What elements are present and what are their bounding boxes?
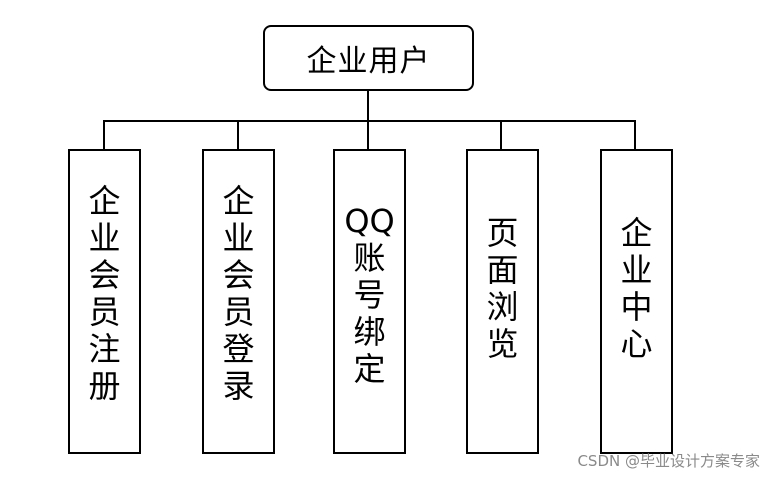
child-node-label: QQ 账 号 绑 定 [344,202,395,388]
child-node-label: 页 面 浏 览 [486,214,519,363]
child-node-label: 企 业 中 心 [620,214,653,363]
branch-line-1 [103,120,105,150]
child-node-enterprise-register: 企 业 会 员 注 册 [68,149,141,454]
child-node-label: 企 业 会 员 注 册 [88,182,121,405]
child-node-enterprise-login: 企 业 会 员 登 录 [202,149,275,454]
root-stem-line [367,91,369,122]
child-node-label: 企 业 会 员 登 录 [222,182,255,405]
child-node-enterprise-center: 企 业 中 心 [600,149,673,454]
branch-line-5 [634,120,636,150]
root-node-label: 企业用户 [306,44,431,79]
child-node-qq-binding: QQ 账 号 绑 定 [333,149,406,454]
watermark-text: CSDN @毕业设计方案专家 [577,452,760,470]
branch-line-4 [500,120,502,150]
root-node: 企业用户 [263,25,474,91]
horizontal-bus-line [103,120,636,122]
child-node-page-browse: 页 面 浏 览 [466,149,539,454]
branch-line-2 [237,120,239,150]
branch-line-3 [367,120,369,150]
